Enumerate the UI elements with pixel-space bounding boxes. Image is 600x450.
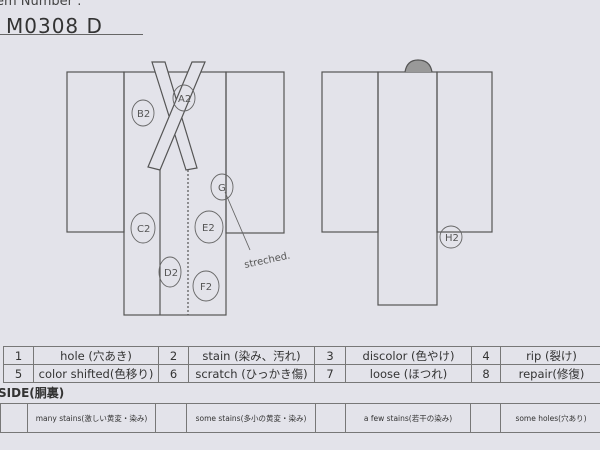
- legend-num: 6: [158, 364, 189, 383]
- side-checkbox[interactable]: [315, 403, 346, 433]
- kimono-diagram: B2 A2 G C2 E2 D2 F2 streched. H2: [66, 59, 493, 316]
- side-checkbox[interactable]: [155, 403, 187, 433]
- side-option: some stains(多小の黄変・染み): [186, 403, 316, 433]
- legend-label: loose (ほつれ): [345, 364, 472, 383]
- annotation-b2: B2: [137, 109, 150, 120]
- front-kimono: [66, 61, 285, 316]
- legend-num: 7: [314, 364, 346, 383]
- handwritten-annotations: B2 A2 G C2 E2 D2 F2 streched. H2: [130, 84, 463, 302]
- side-option: many stains(激しい黄変・染み): [27, 403, 156, 433]
- legend-num: 5: [3, 364, 34, 383]
- legend-num: 4: [471, 346, 501, 365]
- legend-row: 5 color shifted(色移り) 6 scratch (ひっかき傷) 7…: [3, 364, 600, 383]
- annotation-a2: A2: [178, 94, 191, 105]
- annotation-g: G: [218, 183, 226, 194]
- damage-legend-table: 1 hole (穴あき) 2 stain (染み、汚れ) 3 discolor …: [3, 346, 600, 383]
- legend-label: color shifted(色移り): [33, 364, 159, 383]
- side-checkbox[interactable]: [470, 403, 501, 433]
- side-option: some holes(穴あり): [500, 403, 600, 433]
- legend-label: repair(修復): [500, 364, 600, 383]
- annotation-f2: F2: [200, 282, 212, 293]
- legend-label: scratch (ひっかき傷): [188, 364, 315, 383]
- legend-num: 3: [314, 346, 346, 365]
- annotation-c2: C2: [137, 224, 150, 235]
- side-checkbox[interactable]: [0, 403, 28, 433]
- legend-label: hole (穴あき): [33, 346, 159, 365]
- back-kimono: [321, 59, 493, 306]
- legend-num: 8: [471, 364, 501, 383]
- legend-label: rip (裂け): [500, 346, 600, 365]
- annotation-stretched-note: streched.: [243, 250, 291, 270]
- item-number-underline: [0, 34, 143, 35]
- legend-label: discolor (色やけ): [345, 346, 472, 365]
- annotation-e2: E2: [202, 223, 215, 234]
- side-section-title: SIDE(胴裏): [0, 386, 65, 400]
- side-condition-table: many stains(激しい黄変・染み) some stains(多小の黄変・…: [0, 403, 600, 433]
- legend-label: stain (染み、汚れ): [188, 346, 315, 365]
- side-row: many stains(激しい黄変・染み) some stains(多小の黄変・…: [0, 403, 600, 433]
- legend-row: 1 hole (穴あき) 2 stain (染み、汚れ) 3 discolor …: [3, 346, 600, 365]
- item-number-label: em Number :: [0, 0, 82, 9]
- annotation-d2: D2: [164, 268, 178, 279]
- legend-num: 1: [3, 346, 34, 365]
- side-option: a few stains(若干の染み): [345, 403, 471, 433]
- annotation-h2: H2: [445, 233, 459, 244]
- legend-num: 2: [158, 346, 189, 365]
